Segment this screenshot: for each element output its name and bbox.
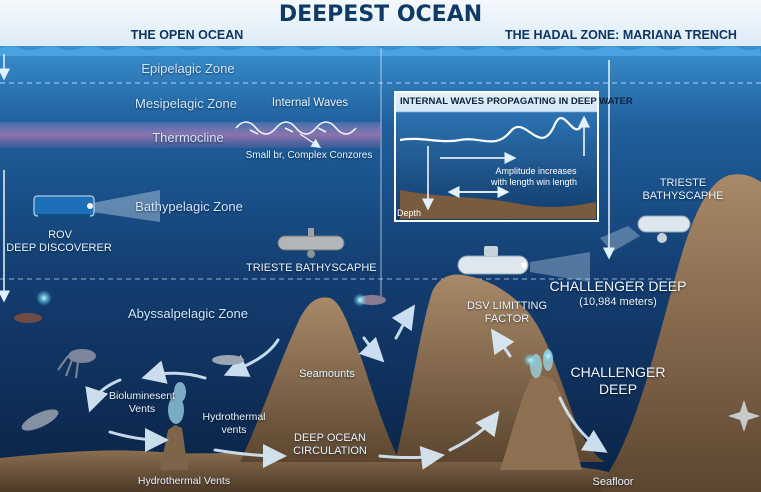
inset-amplitude-line1: Amplitude increases bbox=[495, 166, 577, 176]
inset-title: INTERNAL WAVES PROPAGATING IN DEEP WATER bbox=[400, 96, 633, 107]
internal-wave-curls bbox=[235, 121, 357, 135]
internal-waves-label: Internal Waves bbox=[271, 97, 349, 109]
thermocline-label: Thermocline bbox=[152, 130, 224, 145]
inset-depth-label: Depth bbox=[397, 208, 422, 218]
trieste-right-label-line1: TRIESTE bbox=[659, 177, 707, 189]
circulation-arrows bbox=[85, 304, 608, 470]
sky-band bbox=[0, 0, 761, 48]
hydrothermal-vents-label-line2: vents bbox=[221, 424, 247, 436]
seafloor bbox=[0, 450, 761, 492]
rov-label-line1: ROV bbox=[48, 229, 72, 241]
internal-wave-arrow bbox=[299, 133, 321, 148]
trieste-bathyscaphe-center bbox=[277, 228, 345, 258]
trieste-bathyscaphe-right bbox=[600, 215, 691, 252]
hydrothermal-vents-label-line1: Hydrothermal bbox=[202, 411, 266, 423]
sparkle-icon bbox=[728, 400, 760, 432]
rov-deep-discoverer bbox=[33, 190, 160, 222]
mesopelagic-zone-label: Mesipelagic Zone bbox=[135, 96, 237, 111]
small-complex-label: Small br, Complex Conzores bbox=[245, 150, 373, 161]
epipelagic-zone-label: Epipelagic Zone bbox=[141, 61, 235, 76]
submersible-center-right bbox=[457, 246, 590, 282]
dsv-limiting-factor-line2: FACTOR bbox=[484, 313, 530, 325]
hydrothermal-vents-bottom-label: Hydrothermal Vents bbox=[137, 475, 231, 487]
trench-right-wall bbox=[600, 174, 761, 492]
page-title: DEEPEST OCEAN bbox=[278, 2, 483, 27]
open-ocean-header: THE OPEN OCEAN bbox=[130, 28, 244, 42]
deep-ocean-circulation-line2: CIRCULATION bbox=[293, 445, 367, 457]
trieste-right-label-line2: BATHYSCAPHE bbox=[642, 190, 724, 202]
trieste-center-label: TRIESTE BATHYSCAPHE bbox=[246, 262, 377, 274]
bathypelagic-zone-label: Bathypelagic Zone bbox=[135, 199, 243, 214]
bioluminescent-label-line1: Bioluminesent bbox=[109, 390, 175, 402]
seamounts-label: Seamounts bbox=[299, 368, 355, 380]
seafloor-label: Seafloor bbox=[592, 476, 634, 488]
abyssalpelagic-zone-label: Abyssalpelagic Zone bbox=[128, 306, 248, 321]
challenger-deep-lower-line2: DEEP bbox=[598, 381, 638, 397]
deep-ocean-circulation-line1: DEEP OCEAN bbox=[294, 432, 366, 444]
hadal-zone-header: THE HADAL ZONE: MARIANA TRENCH bbox=[505, 28, 737, 42]
internal-waves-inset bbox=[394, 91, 599, 222]
inset-amplitude-line2: with length win length bbox=[490, 177, 578, 187]
challenger-depth-label: (10,984 meters) bbox=[579, 296, 657, 308]
challenger-deep-lower-line1: CHALLENGER bbox=[570, 364, 666, 380]
seamount bbox=[240, 297, 400, 462]
challenger-deep-label: CHALLENGER DEEP bbox=[549, 278, 687, 294]
bioluminescent-label-line2: Vents bbox=[128, 403, 156, 415]
rov-label-line2: DEEP DISCOVERER bbox=[6, 242, 112, 254]
dsv-limiting-factor-line1: DSV LIMITTING bbox=[466, 300, 548, 312]
deep-sea-creatures bbox=[14, 290, 554, 431]
